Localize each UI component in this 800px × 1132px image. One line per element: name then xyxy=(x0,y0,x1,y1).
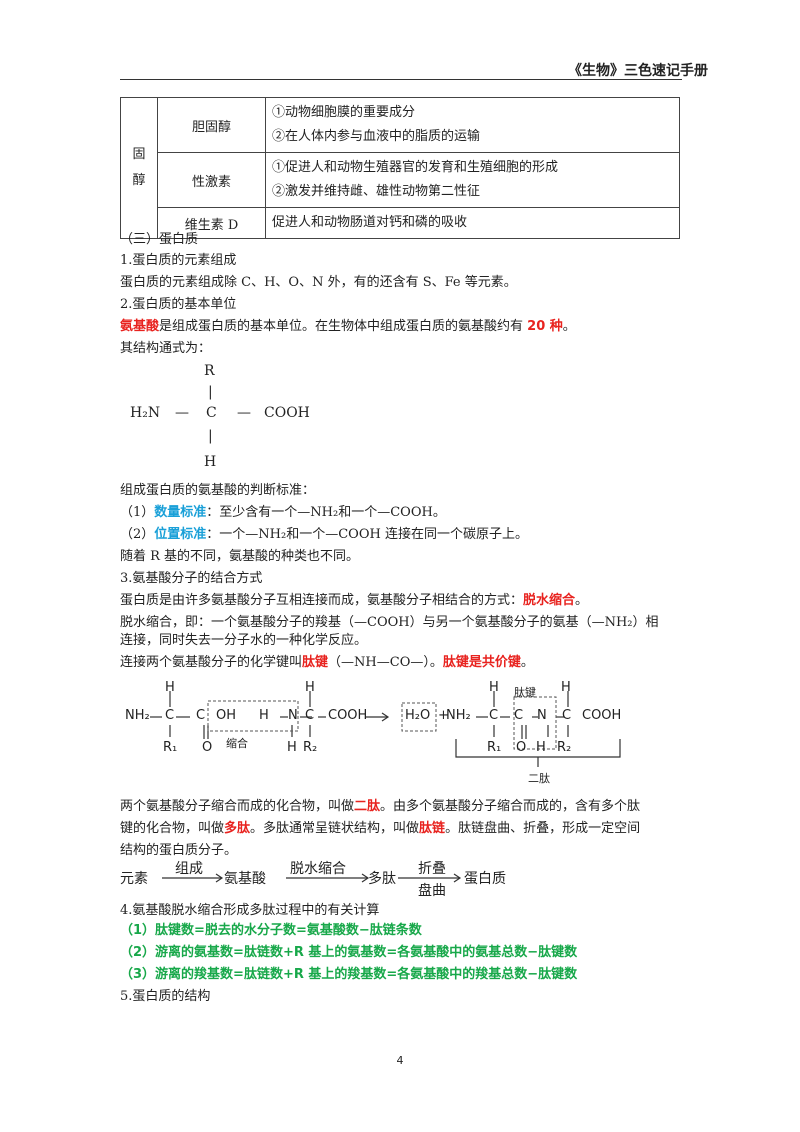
paragraph-unit: 氨基酸是组成蛋白质的基本单位。在生物体中组成蛋白质的氨基酸约有 20 种。 xyxy=(120,319,576,334)
table-row-name: 维生素 D xyxy=(157,207,266,239)
rx-h-5: H xyxy=(489,680,499,695)
paragraph-peptide-bond: 连接两个氨基酸分子的化学键叫肽键（—NH—CO—）。肽键是共价键。 xyxy=(120,655,534,670)
reaction-lines xyxy=(150,691,621,767)
table-category: 固醇 xyxy=(120,97,158,239)
heading-element: 1.蛋白质的元素组成 xyxy=(120,253,237,268)
paragraph-binding: 蛋白质是由许多氨基酸分子互相连接而成，氨基酸分子相结合的方式：脱水缩合。 xyxy=(120,593,589,608)
rx-nh2-1: NH₂ xyxy=(125,708,150,723)
rx-label-bond: 肽键 xyxy=(514,686,536,699)
struct-h: H xyxy=(204,454,217,470)
rx-n-2: N xyxy=(537,708,547,723)
flow-fold: 折叠 xyxy=(418,861,446,877)
rx-h-1: H xyxy=(165,680,175,695)
paragraph-r-group: 随着 R 基的不同，氨基酸的种类也不同。 xyxy=(120,549,360,564)
heading-binding: 3.氨基酸分子的结合方式 xyxy=(120,571,263,586)
flow-arrows xyxy=(162,873,462,883)
paragraph-dehydration-2: 连接，同时失去一分子水的一种化学反应。 xyxy=(120,633,368,648)
struct-r: R xyxy=(204,363,215,379)
criteria-position: （2）位置标准：一个—NH₂和一个—COOH 连接在同一个碳原子上。 xyxy=(120,527,528,542)
page-number: 4 xyxy=(396,1054,404,1067)
struct-bar-bottom: | xyxy=(208,428,213,444)
struct-c: C xyxy=(206,405,217,421)
rx-nh2-2: NH₂ xyxy=(446,708,471,723)
rx-oh: OH xyxy=(216,708,237,723)
rx-cooh-1: COOH xyxy=(328,708,368,723)
formula-carboxyl-groups: （3）游离的羧基数=肽链数+R 基上的羧基数=各氨基酸中的羧基总数−肽键数 xyxy=(120,967,578,982)
flow-element: 元素 xyxy=(120,871,148,887)
paragraph-dipeptide: 两个氨基酸分子缩合而成的化合物，叫做二肽。由多个氨基酸分子缩合而成的，含有多个肽 xyxy=(120,799,641,814)
rx-plus: + xyxy=(438,708,449,723)
rx-r2-1: R₂ xyxy=(303,740,318,755)
paragraph-polypeptide: 键的化合物，叫做多肽。多肽通常呈链状结构，叫做肽链。肽链盘曲、折叠，形成一定空间 xyxy=(120,821,641,836)
rx-c-5: C xyxy=(514,708,524,723)
rx-label-condense: 缩合 xyxy=(226,737,248,750)
formula-peptide-bonds: （1）肽键数=脱去的水分子数=氨基酸数−肽链条数 xyxy=(120,923,422,938)
flow-coil: 盘曲 xyxy=(418,883,446,899)
table-row-desc: ①促进人和动物生殖器官的发育和生殖细胞的形成 ②激发并维持雌、雄性动物第二性征 xyxy=(265,152,680,208)
rx-c-4: C xyxy=(489,708,499,723)
heading-unit: 2.蛋白质的基本单位 xyxy=(120,297,237,312)
rx-c-2: C xyxy=(196,708,206,723)
struct-h2n: H₂N xyxy=(130,405,161,421)
paragraph-protein-structure: 结构的蛋白质分子。 xyxy=(120,843,238,858)
paragraph-dehydration-1: 脱水缩合，即：一个氨基酸分子的羧基（—COOH）与另一个氨基酸分子的氨基（—NH… xyxy=(120,615,659,630)
struct-cooh: COOH xyxy=(264,405,310,421)
table-row-desc: 促进人和动物肠道对钙和磷的吸收 xyxy=(265,207,680,239)
paragraph-formula-intro: 其结构通式为： xyxy=(120,341,212,356)
paragraph-criteria: 组成蛋白质的氨基酸的判断标准： xyxy=(120,483,316,498)
rx-h-7: H xyxy=(536,740,546,755)
heading-protein-structure: 5.蛋白质的结构 xyxy=(120,989,211,1004)
struct-dash-left: — xyxy=(175,405,189,421)
rx-cooh-2: COOH xyxy=(582,708,622,723)
criteria-quantity: （1）数量标准：至少含有一个—NH₂和一个—COOH。 xyxy=(120,505,446,520)
rx-r1-2: R₁ xyxy=(487,740,502,755)
rx-c-3: C xyxy=(305,708,315,723)
formula-amino-groups: （2）游离的氨基数=肽链数+R 基上的氨基数=各氨基酸中的氨基总数−肽键数 xyxy=(120,945,578,960)
rx-h-4: H xyxy=(287,740,297,755)
flow-protein: 蛋白质 xyxy=(464,871,506,887)
struct-dash-right: — xyxy=(237,405,251,421)
rx-h-3: H xyxy=(305,680,315,695)
flow-amino-acid: 氨基酸 xyxy=(224,871,266,887)
rx-h-6: H xyxy=(561,680,571,695)
heading-calculation: 4.氨基酸脱水缩合形成多肽过程中的有关计算 xyxy=(120,903,380,918)
rx-c-6: C xyxy=(562,708,572,723)
header-rule xyxy=(120,79,682,80)
header-title: 《生物》三色速记手册 xyxy=(568,63,708,79)
flow-dehydration: 脱水缩合 xyxy=(290,861,346,877)
struct-bar-top: | xyxy=(208,384,213,400)
flow-polypeptide: 多肽 xyxy=(368,871,396,887)
rx-h-2: H xyxy=(259,708,269,723)
paragraph-element: 蛋白质的元素组成除 C、H、O、N 外，有的还含有 S、Fe 等元素。 xyxy=(120,275,517,290)
rx-o-1: O xyxy=(202,740,213,755)
table-row-name: 性激素 xyxy=(157,152,266,208)
rx-h2o: H₂O xyxy=(405,708,431,723)
rx-c-1: C xyxy=(165,708,175,723)
rx-r2-2: R₂ xyxy=(557,740,572,755)
rx-o-2: O xyxy=(516,740,527,755)
steroid-table: 固醇 胆固醇 ①动物细胞膜的重要成分 ②在人体内参与血液中的脂质的运输 性激素 … xyxy=(120,97,680,239)
section-protein: （三）蛋白质 xyxy=(120,232,199,247)
table-row-desc: ①动物细胞膜的重要成分 ②在人体内参与血液中的脂质的运输 xyxy=(265,97,680,153)
rx-label-dipeptide: 二肽 xyxy=(528,772,550,785)
rx-n-1: N xyxy=(288,708,298,723)
flow-compose: 组成 xyxy=(175,861,203,877)
rx-r1-1: R₁ xyxy=(163,740,178,755)
table-row-name: 胆固醇 xyxy=(157,97,266,153)
